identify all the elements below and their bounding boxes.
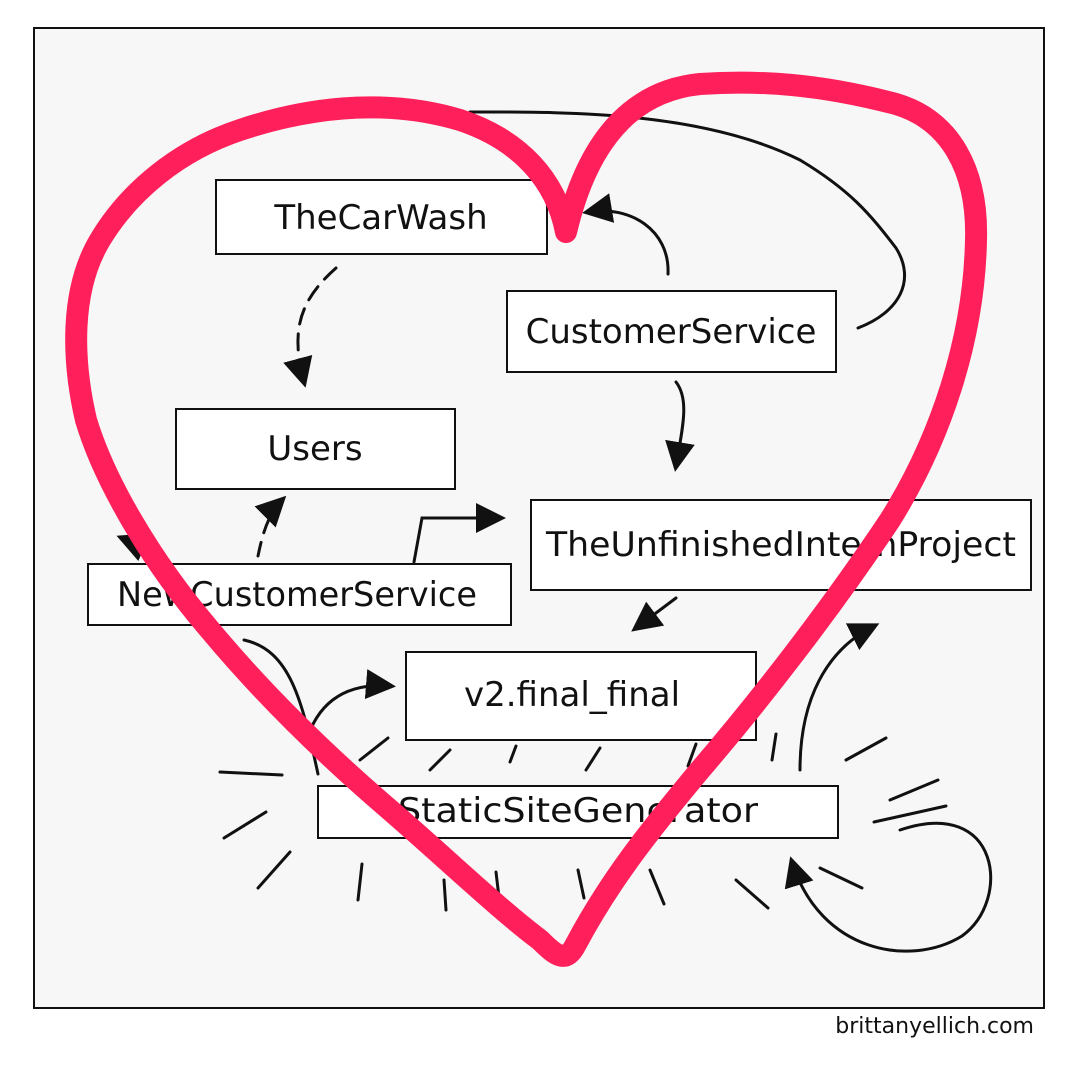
connectors	[116, 110, 993, 953]
box-label: TheUnfinishedInternProject	[545, 525, 1016, 565]
line-customerservice-loop	[468, 110, 907, 330]
arrow-customerservice-to-intern	[665, 380, 695, 472]
box-label: StaticSiteGenerator	[398, 791, 758, 831]
box-customerservice: CustomerService	[506, 290, 837, 373]
box-label: v2.final_final	[464, 675, 680, 715]
box-thecarwash: TheCarWash	[215, 179, 548, 255]
box-users: Users	[175, 408, 456, 490]
arrow-newcs-to-intern	[412, 503, 506, 564]
box-theunfinishedinternproject: TheUnfinishedInternProject	[530, 499, 1032, 591]
arrow-ssg-to-intern	[798, 623, 880, 772]
box-newcustomerservice: NewCustomerService	[87, 563, 512, 626]
credit-text: brittanyellich.com	[835, 1014, 1034, 1039]
arrow-customerservice-to-carwash	[582, 193, 670, 276]
arrow-newcs-to-users	[254, 495, 287, 558]
box-label: Users	[267, 429, 362, 469]
box-label: TheCarWash	[273, 198, 487, 238]
arrow-carwash-to-users	[283, 266, 338, 388]
arrow-ssg-self-loop	[784, 821, 993, 953]
arrow-intern-to-v2	[631, 596, 678, 632]
box-label: CustomerService	[526, 312, 817, 352]
heart-outline	[65, 71, 988, 967]
box-v2finalfinal: v2.final_final	[405, 651, 757, 741]
